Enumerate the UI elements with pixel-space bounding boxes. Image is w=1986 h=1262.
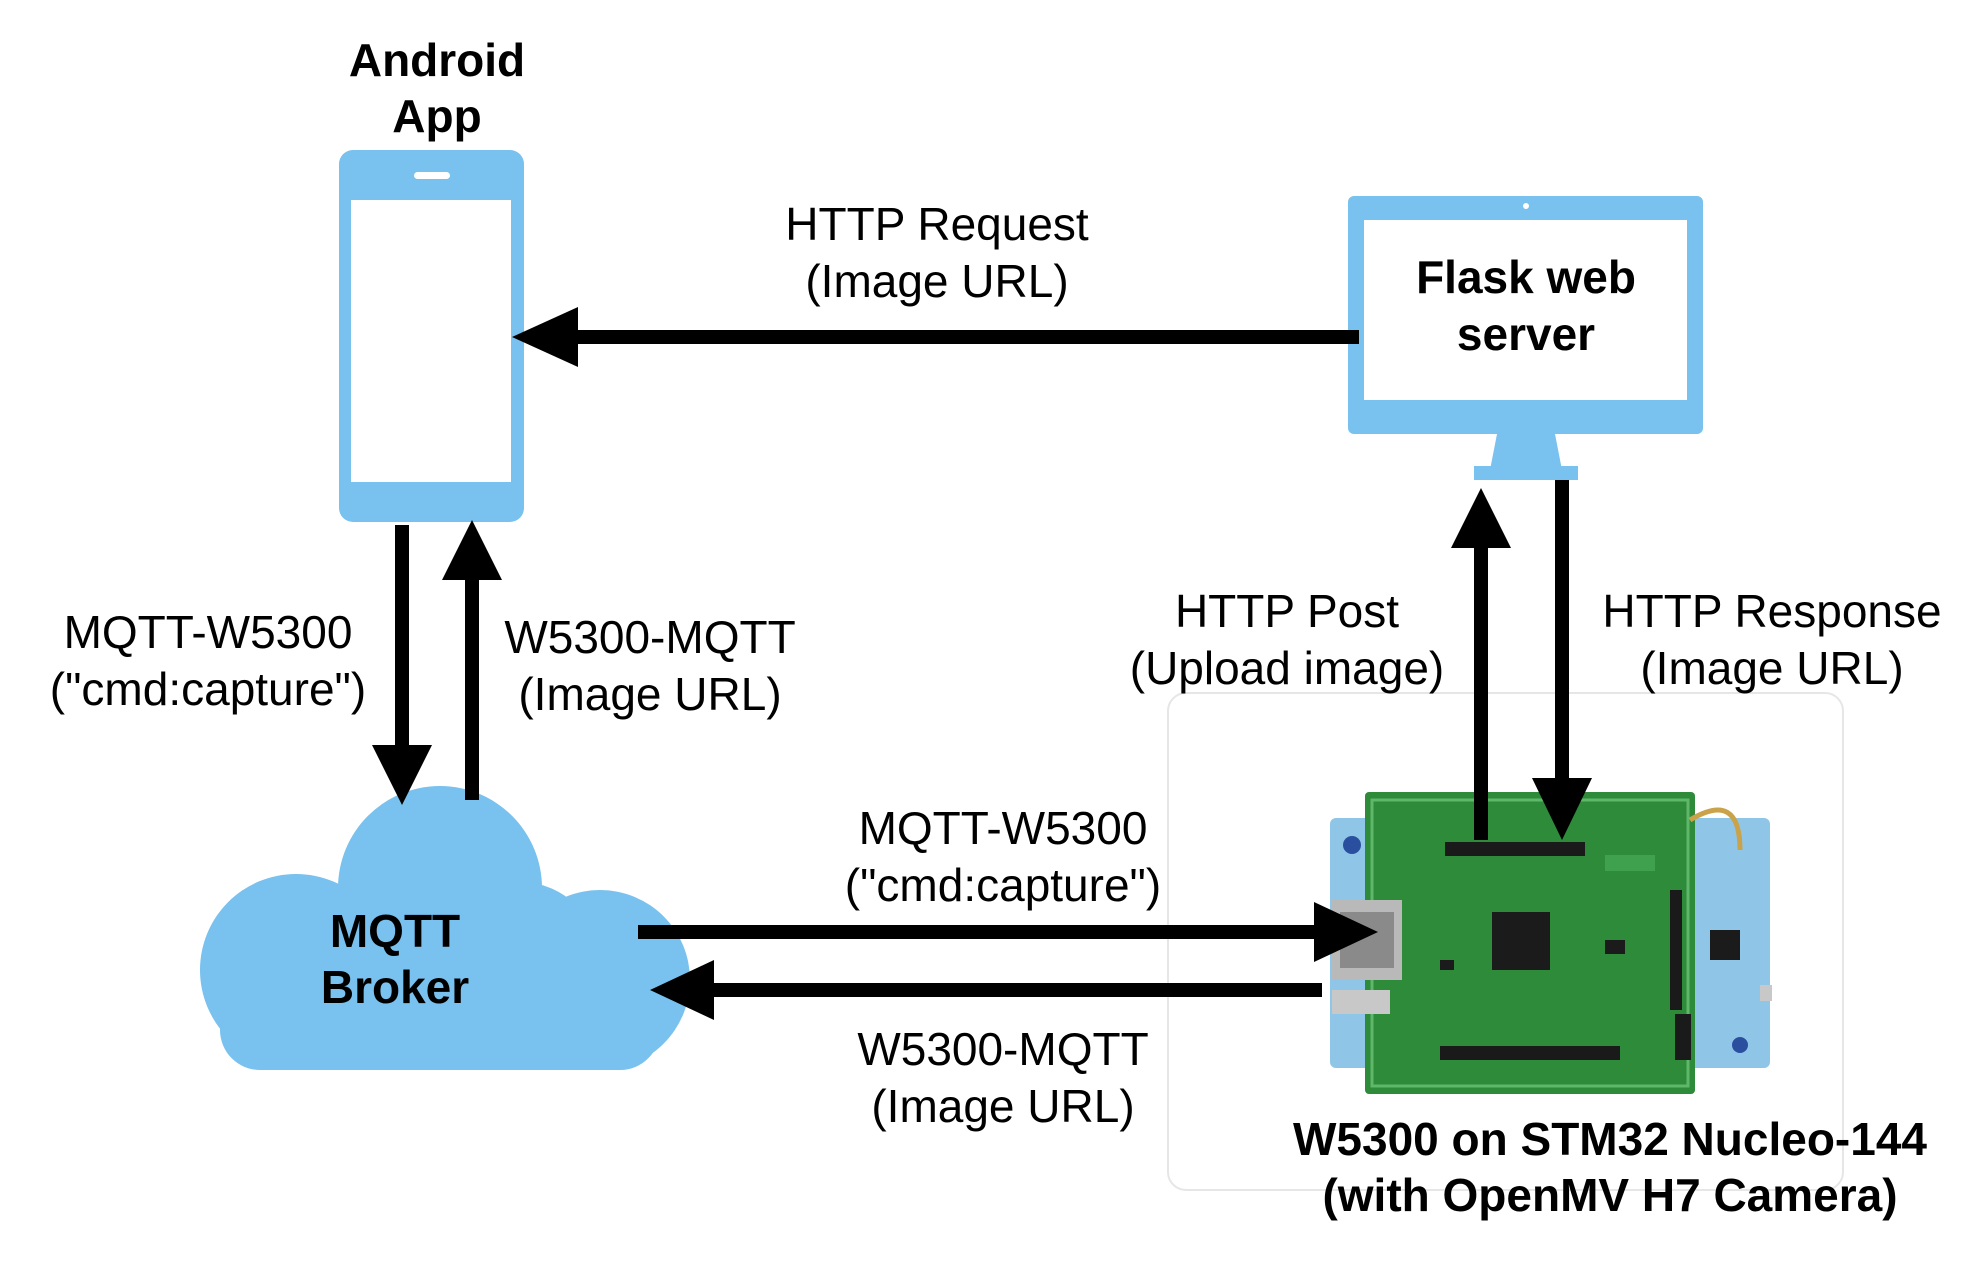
arrows (372, 307, 1592, 1020)
http-request-label-line1: HTTP Request (785, 198, 1089, 250)
flask-server-node: Flask web server (1348, 196, 1703, 480)
board-to-broker-label-line1: W5300-MQTT (857, 1023, 1148, 1075)
flask-server-title-line2: server (1457, 308, 1595, 360)
android-app-title-line2: App (392, 90, 481, 142)
http-post-label-line2: (Upload image) (1130, 642, 1444, 694)
arrow-http-response (1532, 480, 1592, 840)
http-request-label-line2: (Image URL) (805, 255, 1068, 307)
arrow-http-post (1451, 488, 1511, 840)
monitor-icon (1348, 196, 1703, 480)
board-title-line2: (with OpenMV H7 Camera) (1322, 1169, 1897, 1221)
http-response-label-line2: (Image URL) (1640, 642, 1903, 694)
android-app-title-line1: Android (349, 34, 525, 86)
http-response-label-line1: HTTP Response (1602, 585, 1941, 637)
broker-to-app-label-line2: (Image URL) (518, 668, 781, 720)
mqtt-broker-node: MQTT Broker (200, 786, 690, 1070)
mqtt-broker-title-line2: Broker (321, 961, 469, 1013)
arrow-app-to-broker (372, 525, 432, 805)
edge-labels: HTTP Request (Image URL) MQTT-W5300 ("cm… (50, 198, 1942, 1132)
app-to-broker-label-line1: MQTT-W5300 (64, 606, 353, 658)
board-to-broker-label-line2: (Image URL) (871, 1080, 1134, 1132)
board-node: W5300 on STM32 Nucleo-144 (with OpenMV H… (1167, 692, 1927, 1221)
arrow-board-to-broker (650, 960, 1322, 1020)
http-post-label-line1: HTTP Post (1175, 585, 1399, 637)
smartphone-icon (339, 150, 524, 522)
broker-to-board-label-line2: ("cmd:capture") (845, 859, 1161, 911)
board-title-line1: W5300 on STM32 Nucleo-144 (1293, 1113, 1927, 1165)
app-to-broker-label-line2: ("cmd:capture") (50, 663, 366, 715)
mqtt-broker-title-line1: MQTT (330, 905, 460, 957)
flask-server-title-line1: Flask web (1416, 251, 1636, 303)
broker-to-board-label-line1: MQTT-W5300 (859, 802, 1148, 854)
arrow-broker-to-board (638, 902, 1378, 962)
android-app-node: Android App (339, 34, 525, 522)
arrow-http-request (512, 307, 1359, 367)
arrow-broker-to-app (442, 520, 502, 800)
broker-to-app-label-line1: W5300-MQTT (504, 611, 795, 663)
board-photo (1330, 792, 1772, 1094)
cloud-icon (200, 786, 690, 1070)
